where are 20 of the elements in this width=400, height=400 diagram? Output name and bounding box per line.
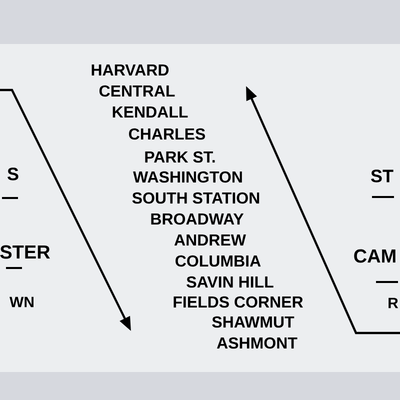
station-name: SAVIN HILL [186, 276, 274, 288]
station-name: HARVARD [92, 64, 169, 76]
station-name: CHARLES [129, 128, 206, 140]
station-name: KENDALL [112, 106, 188, 118]
station-name: SHAWMUT [212, 316, 294, 328]
station-name: BROADWAY [151, 213, 244, 225]
station-name: ANDREW [174, 234, 246, 246]
station-name: COLUMBIA [176, 255, 261, 267]
station-name: R [388, 298, 398, 308]
station-name: FIELDS CORNER [174, 296, 303, 308]
station-name: ASHMONT [216, 337, 298, 349]
station-name: CENTRAL [99, 85, 175, 97]
station-name: WN [10, 296, 34, 308]
station-name: S [8, 168, 18, 180]
station-name: ST [371, 170, 394, 182]
station-name: STER [0, 245, 50, 259]
station-name: SOUTH STATION [132, 192, 260, 204]
station-name: PARK ST. [145, 151, 215, 163]
station-name: CAM [354, 249, 396, 263]
station-name: WASHINGTON [133, 171, 242, 183]
